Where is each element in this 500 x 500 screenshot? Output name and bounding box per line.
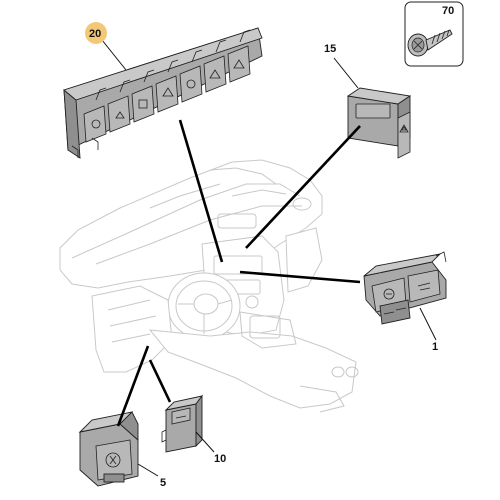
pointer-lines	[116, 119, 361, 427]
screw-box	[404, 1, 464, 67]
lower-switch-part	[161, 394, 204, 453]
dashboard-outline	[59, 159, 359, 413]
label-left-switch: 5	[160, 477, 166, 489]
highlight-badge	[85, 22, 107, 44]
right-switch-part	[363, 251, 447, 325]
left-switch-part	[78, 411, 139, 487]
screw-part	[407, 29, 453, 57]
label-hazard-switch: 15	[324, 43, 336, 55]
label-right-switch: 1	[432, 341, 438, 353]
callout-leaders	[101, 39, 437, 477]
callout-labels: 20 70 15 1 5 10	[85, 5, 454, 489]
label-lower-switch: 10	[214, 453, 226, 465]
main-switch-panel-part	[63, 27, 263, 159]
panel-switch-cells	[71, 29, 251, 158]
label-screw: 70	[442, 5, 454, 17]
hazard-switch-part	[346, 87, 412, 159]
label-main-switch-panel: 20	[89, 28, 101, 40]
